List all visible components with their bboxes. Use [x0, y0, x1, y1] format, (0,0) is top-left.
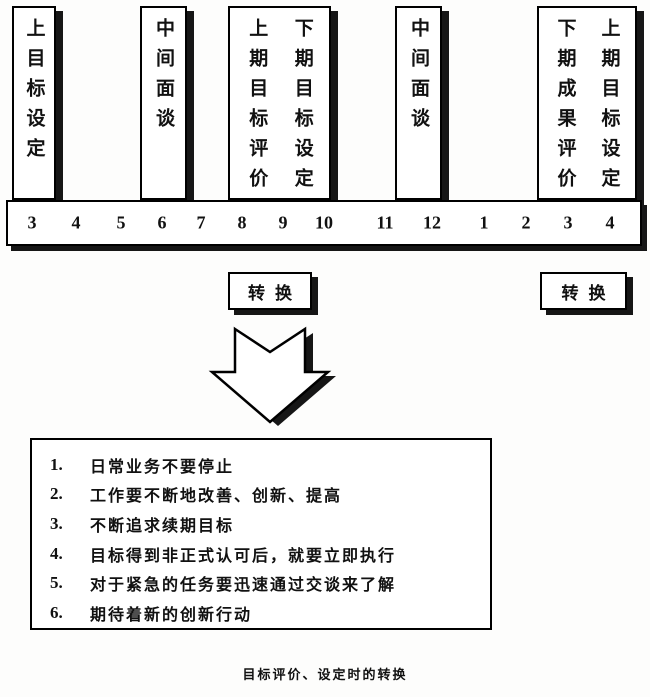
transform-box-right: 转换 — [540, 272, 627, 310]
note-item: 2. 工作要不断地改善、创新、提高 — [46, 482, 482, 506]
milestone-label: 上目标设定 — [23, 18, 45, 168]
timeline-month: 7 — [196, 212, 206, 233]
milestone-box-mid-interview-1: 中间面谈 — [140, 6, 187, 200]
timeline-month: 12 — [423, 212, 441, 233]
timeline-month: 6 — [157, 212, 167, 233]
note-number: 6. — [50, 603, 63, 623]
timeline-month: 4 — [71, 212, 81, 233]
milestone-box-goal-setting: 上目标设定 — [12, 6, 56, 200]
note-text: 对于紧急的任务要迅速通过交谈来了解 — [90, 577, 397, 595]
note-number: 2. — [50, 484, 63, 504]
note-item: 6. 期待着新的创新行动 — [46, 601, 482, 625]
timeline-month: 3 — [563, 212, 573, 233]
down-arrow-body — [208, 326, 332, 424]
milestone-box-result-eval-and-setting: 下期成果评价 上期目标设定 — [537, 6, 637, 200]
milestone-label-right-column: 上期目标设定 — [598, 18, 620, 198]
note-number: 1. — [50, 454, 63, 474]
note-item: 4. 目标得到非正式认可后，就要立即执行 — [46, 542, 482, 566]
timeline-month: 5 — [116, 212, 126, 233]
note-number: 3. — [50, 514, 63, 534]
note-item: 5. 对于紧急的任务要迅速通过交谈来了解 — [46, 571, 482, 595]
timeline-month: 10 — [315, 212, 333, 233]
note-number: 4. — [50, 543, 63, 563]
milestone-label: 中间面谈 — [153, 18, 174, 138]
timeline-bar: 3 4 5 6 7 8 9 10 11 12 1 2 3 4 — [6, 200, 642, 246]
timeline-month: 3 — [27, 212, 37, 233]
milestone-label: 中间面谈 — [408, 18, 429, 138]
milestone-label-left-column: 上期目标评价 — [246, 18, 268, 198]
timeline-month: 8 — [237, 212, 247, 233]
notes-panel: 1. 日常业务不要停止 2. 工作要不断地改善、创新、提高 3. 不断追求续期目… — [30, 438, 492, 630]
note-item: 1. 日常业务不要停止 — [46, 453, 482, 477]
figure-caption: 目标评价、设定时的转换 — [242, 667, 408, 682]
timeline-month: 9 — [278, 212, 288, 233]
milestone-label-left-column: 下期成果评价 — [554, 18, 576, 198]
transform-label: 转换 — [561, 283, 616, 303]
note-text: 期待着新的创新行动 — [90, 607, 253, 625]
transform-box-left: 转换 — [228, 272, 312, 310]
timeline-month: 11 — [376, 212, 394, 233]
timeline-month: 2 — [521, 212, 531, 233]
note-text: 工作要不断地改善、创新、提高 — [90, 488, 343, 506]
note-number: 5. — [50, 573, 63, 593]
timeline-month: 1 — [479, 212, 489, 233]
down-block-arrow-icon — [200, 324, 342, 432]
note-text: 日常业务不要停止 — [90, 458, 235, 476]
note-text: 目标得到非正式认可后，就要立即执行 — [90, 547, 397, 565]
transform-label: 转换 — [248, 283, 302, 303]
note-item: 3. 不断追求续期目标 — [46, 512, 482, 536]
milestone-box-eval-and-next-setting: 上期目标评价 下期目标设定 — [228, 6, 331, 200]
milestone-box-mid-interview-2: 中间面谈 — [395, 6, 442, 200]
note-text: 不断追求续期目标 — [90, 518, 235, 536]
milestone-label-right-column: 下期目标设定 — [291, 18, 313, 198]
timeline-month: 4 — [605, 212, 615, 233]
